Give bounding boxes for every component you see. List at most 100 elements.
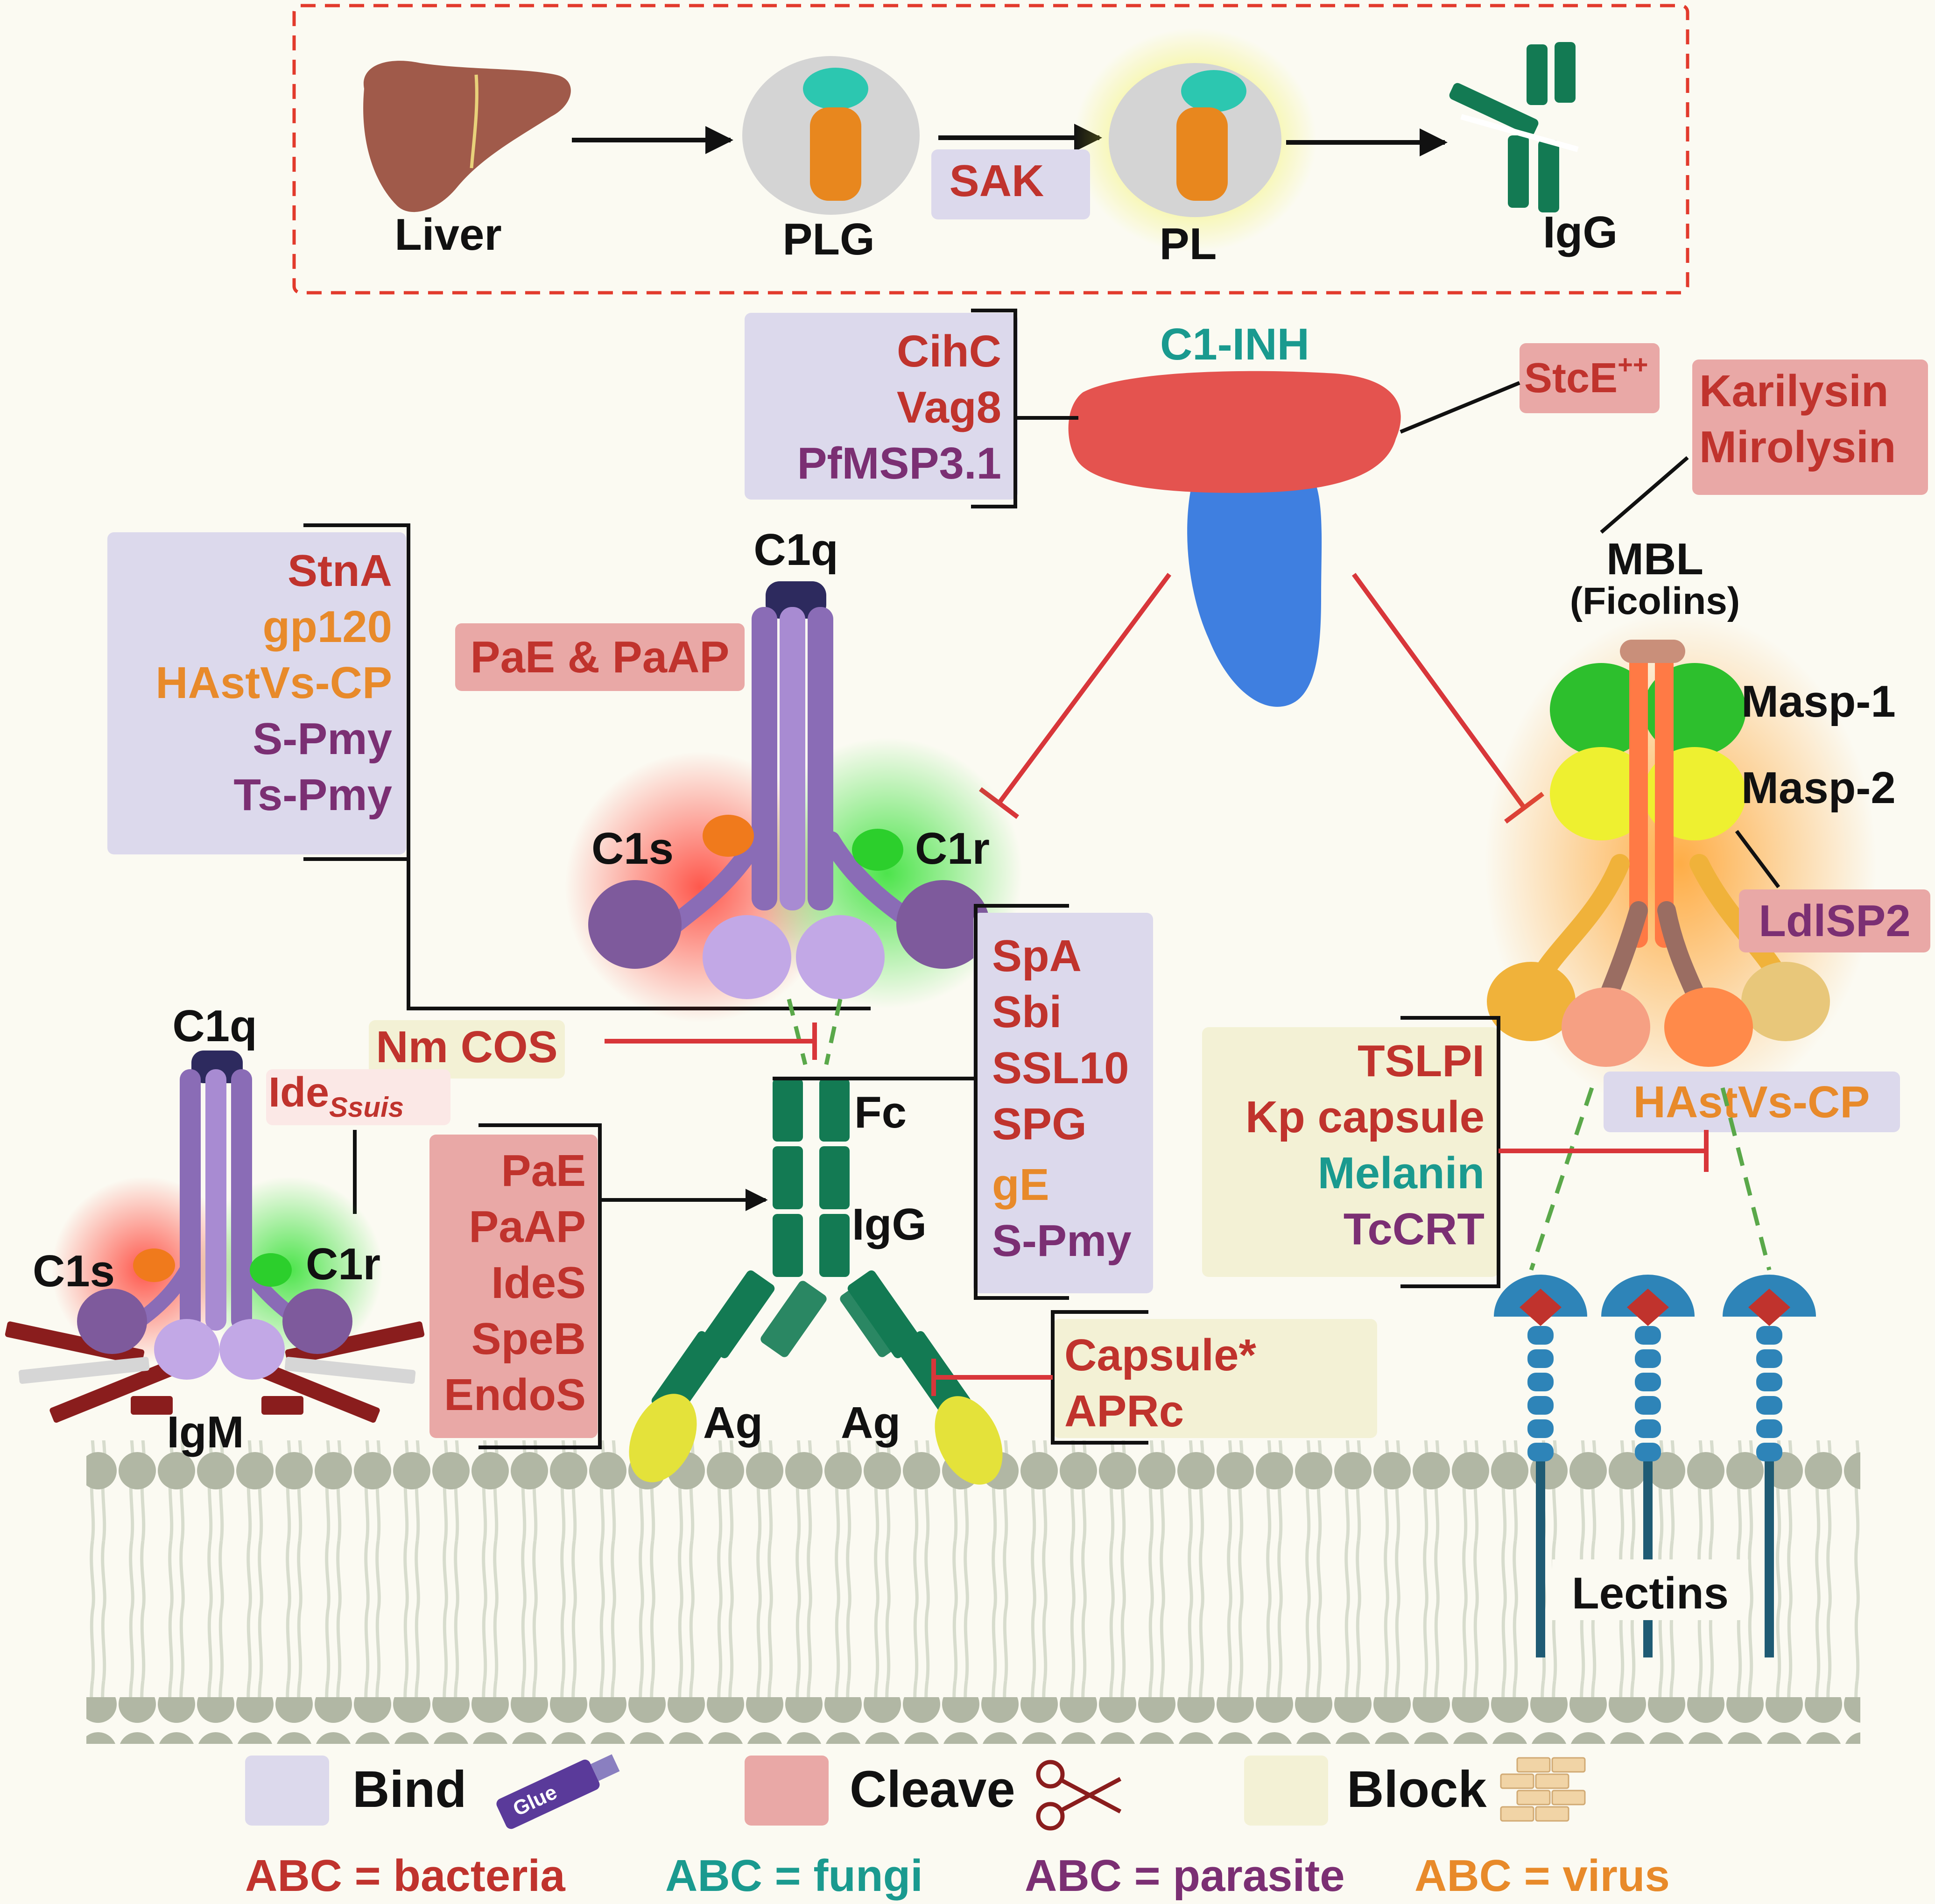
- legend-parasite: ABC = parasite: [1025, 1851, 1345, 1901]
- c1s-left-icon: [133, 1248, 175, 1282]
- igm-label: IgM: [167, 1407, 244, 1457]
- spg-label: SPG: [992, 1099, 1087, 1149]
- cihc-label: CihC: [897, 326, 1001, 376]
- plg-protein-icon: [742, 56, 920, 215]
- c1q-igg-link-right: [824, 999, 843, 1065]
- c1-complex-center: [565, 581, 1022, 1023]
- glue-tube-icon: Glue: [496, 1754, 620, 1829]
- c1inh-binders-box: [745, 313, 1018, 500]
- karilysin-label: Karilysin: [1699, 366, 1889, 416]
- fc-binders-bracket: [974, 904, 1069, 1300]
- gp120-label: gp120: [263, 602, 392, 652]
- ts-pmy-label: Ts-Pmy: [233, 770, 392, 820]
- speb-label: SpeB: [471, 1314, 586, 1364]
- ldlsp2-label: LdlSP2: [1759, 896, 1910, 946]
- lectin-blockers-inhibition: [1499, 1130, 1709, 1172]
- ide-ssuis-box: [266, 1069, 450, 1125]
- tccrt-label: TcCRT: [1344, 1204, 1485, 1254]
- ide-ssuis-label: IdeSsuis: [268, 1069, 404, 1123]
- lectin-receptor: [1494, 1275, 1587, 1657]
- c1s-left-label: C1s: [33, 1246, 115, 1296]
- stce-box: [1520, 343, 1660, 413]
- ag-right-label: Ag: [841, 1398, 901, 1448]
- fc-binders-box: [973, 913, 1153, 1293]
- legend-cleave-label: Cleave: [850, 1761, 1015, 1818]
- c1r-left-label: C1r: [306, 1239, 380, 1289]
- legend-fungi: ABC = fungi: [665, 1851, 923, 1901]
- c1q-binders-box: [107, 532, 406, 854]
- legend: Bind Glue Cleave Block ABC = bacteria AB…: [245, 1754, 1670, 1901]
- masp1-left-icon: [1550, 663, 1653, 756]
- sak-label: SAK: [950, 156, 1044, 206]
- mbl-lectin-link-left: [1529, 1087, 1594, 1271]
- brick-wall-icon: [1500, 1757, 1586, 1822]
- scissors-icon: [1036, 1760, 1122, 1831]
- ldlsp2-connector: [1735, 830, 1780, 889]
- legend-bacteria: ABC = bacteria: [245, 1851, 565, 1901]
- legend-block-label: Block: [1347, 1761, 1487, 1818]
- nm-cos-inhibition: [605, 1023, 817, 1060]
- ldlsp2-box: [1739, 889, 1930, 952]
- legend-bind-label: Bind: [352, 1761, 466, 1818]
- masp2-label: Masp-2: [1741, 763, 1896, 813]
- s-pmy-fc-label: S-Pmy: [992, 1216, 1132, 1266]
- c1r-left-icon: [250, 1253, 292, 1287]
- spa-label: SpA: [992, 931, 1082, 981]
- fab-blockers-box: [1053, 1319, 1377, 1438]
- c1r-center-label: C1r: [915, 824, 990, 874]
- c1q-left-label: C1q: [172, 1001, 257, 1051]
- legend-block-swatch: [1244, 1756, 1328, 1826]
- melanin-label: Melanin: [1318, 1148, 1485, 1198]
- nm-cos-box: [369, 1020, 565, 1079]
- plg-label: PLG: [782, 214, 874, 264]
- c1-igm-complex-left: [5, 1051, 425, 1423]
- c1q-igg-link-left: [787, 998, 808, 1065]
- pae-paap-label: PaE & PaAP: [471, 632, 730, 682]
- mbl-lectin-link-right: [1720, 1087, 1772, 1271]
- vag8-label: Vag8: [897, 382, 1001, 432]
- pl-protein-icon: [1074, 28, 1316, 252]
- c1inh-binders-bracket: [971, 309, 1017, 508]
- legend-cleave-swatch: [745, 1756, 829, 1826]
- pfmsp31-label: PfMSP3.1: [797, 438, 1001, 488]
- masp2-left-icon: [1550, 747, 1653, 840]
- fc-label: Fc: [854, 1087, 907, 1137]
- c1q-center-label: C1q: [753, 525, 838, 575]
- stce-connector: [1400, 381, 1520, 434]
- paap-label: PaAP: [469, 1202, 586, 1252]
- c1s-center-label: C1s: [591, 824, 674, 874]
- cleaved-igg-icon: [1449, 42, 1579, 212]
- mirolysin-label: Mirolysin: [1699, 422, 1896, 472]
- hastvs-box-right: [1604, 1072, 1900, 1132]
- pl-label: PL: [1160, 219, 1217, 269]
- lectin-receptor: [1723, 1275, 1816, 1657]
- liver-label: Liver: [394, 210, 501, 260]
- igg-antibody-center: [629, 1079, 1003, 1485]
- igm-pentamer-icon: [5, 1321, 425, 1423]
- s-pmy-left-label: S-Pmy: [253, 714, 392, 764]
- ag-left-label: Ag: [703, 1398, 763, 1448]
- ssl10-label: SSL10: [992, 1043, 1129, 1093]
- kp-capsule-label: Kp capsule: [1245, 1092, 1485, 1142]
- c1q-binders-bracket: [303, 523, 410, 861]
- plasminogen-pathway-panel: SAK Liver PLG PL IgG: [292, 4, 1689, 295]
- tslpi-label: TSLPI: [1358, 1036, 1485, 1086]
- liver-icon: [363, 61, 571, 212]
- ides-label: IdeS: [491, 1258, 586, 1308]
- fab-blockers-inhibition: [931, 1359, 1053, 1396]
- stna-label: StnA: [288, 546, 392, 596]
- igg-top-label: IgG: [1543, 207, 1618, 257]
- antigen-left-icon: [629, 1394, 697, 1482]
- antigen-right-icon: [935, 1396, 1003, 1485]
- igg-center-label: IgG: [852, 1199, 927, 1249]
- igg-cleavers-bracket: [478, 1123, 602, 1449]
- sbi-label: Sbi: [992, 987, 1062, 1037]
- masp1-label: Masp-1: [1741, 677, 1896, 726]
- mbl-label: MBL: [1606, 534, 1703, 584]
- pae-label: PaE: [501, 1146, 586, 1196]
- legend-virus: ABC = virus: [1414, 1851, 1670, 1901]
- mbl-complex: [1485, 612, 1877, 1116]
- c1s-center-icon: [703, 815, 754, 857]
- proteases-connector: [1600, 456, 1689, 534]
